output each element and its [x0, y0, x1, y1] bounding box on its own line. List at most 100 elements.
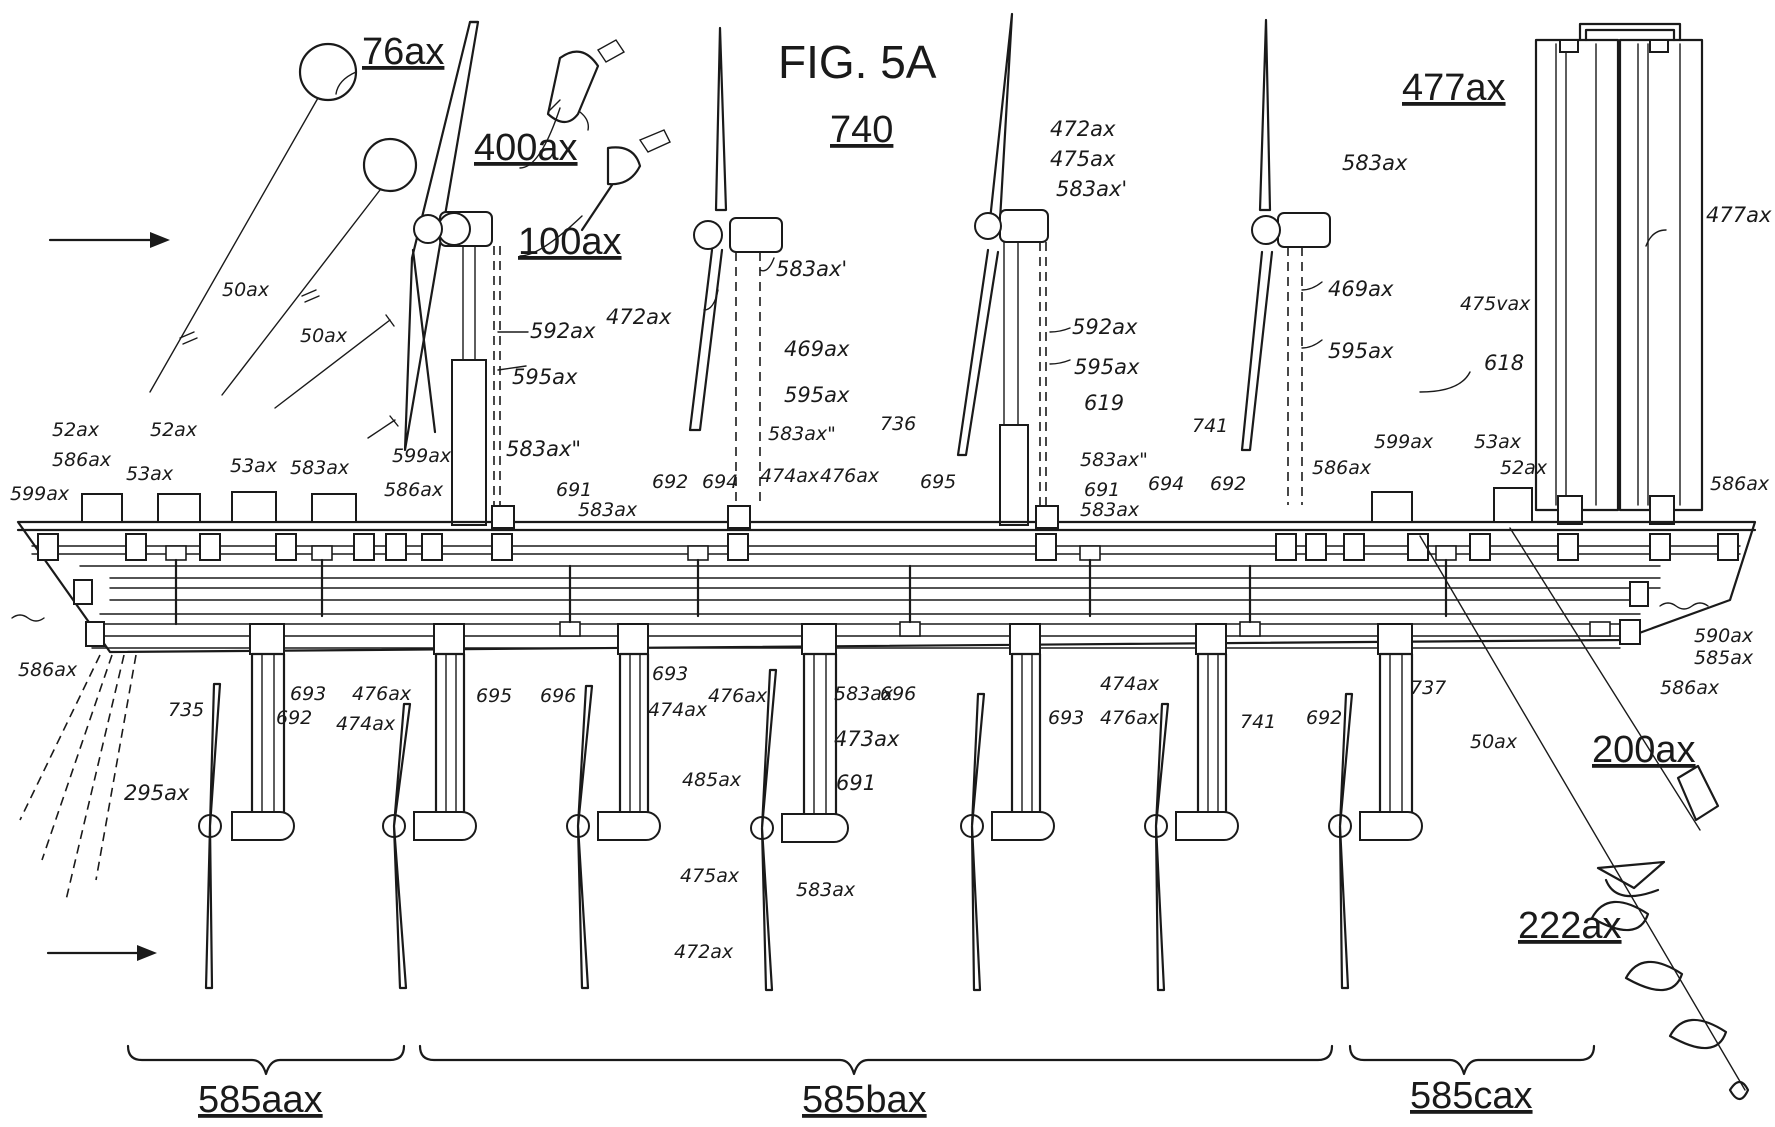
label-585ax: 585ax	[1694, 647, 1754, 669]
label-222ax: 222ax	[1518, 905, 1622, 947]
label-475vax: 475vax	[1460, 293, 1531, 315]
label-696-b: 696	[880, 683, 916, 705]
label-586ax-b: 586ax	[384, 479, 444, 501]
label-474ax-d: 474ax	[1100, 673, 1160, 695]
label-474ax-a: 474ax	[760, 465, 820, 487]
label-618: 618	[1484, 351, 1524, 375]
label-53ax-b: 53ax	[230, 455, 278, 477]
turbine-upper-2	[688, 26, 783, 505]
label-741-b: 741	[1240, 711, 1276, 733]
tether-drogues	[1419, 527, 1750, 1101]
label-736: 736	[880, 413, 916, 435]
label-595ax-a: 595ax	[512, 365, 578, 389]
label-100ax: 100ax	[518, 221, 622, 263]
label-586ax-f: 586ax	[1660, 677, 1720, 699]
label-592ax-b: 592ax	[1072, 315, 1138, 339]
label-696-a: 696	[540, 685, 576, 707]
label-583ax-g: 583ax	[834, 683, 894, 705]
label-474ax-c: 474ax	[648, 699, 708, 721]
label-476ax-b: 476ax	[352, 683, 412, 705]
label-595ax-c: 595ax	[1074, 355, 1140, 379]
flow-arrow-bottom	[46, 945, 157, 961]
label-53ax-c: 53ax	[1474, 431, 1522, 453]
label-52ax-c: 52ax	[1500, 457, 1548, 479]
label-52ax-b: 52ax	[150, 419, 198, 441]
label-590ax: 590ax	[1694, 625, 1754, 647]
label-691-a: 691	[556, 479, 592, 501]
labels: FIG. 5A 740 76ax 400ax 100ax 477ax 477ax…	[10, 31, 1772, 1121]
label-692-c: 692	[276, 707, 312, 729]
label-692-b: 692	[1210, 473, 1246, 495]
turbine-upper-4	[1240, 18, 1331, 505]
label-472ax-b: 472ax	[1050, 117, 1116, 141]
label-691-c: 691	[836, 771, 876, 795]
deck-equipment	[37, 487, 1739, 647]
label-737: 737	[1410, 677, 1446, 699]
label-694-b: 694	[1148, 473, 1184, 495]
label-586ax-d: 586ax	[1710, 473, 1770, 495]
figure-ref: 740	[830, 109, 893, 151]
label-692-d: 692	[1306, 707, 1342, 729]
label-583ax-h: 583ax	[796, 879, 856, 901]
label-585aax: 585aax	[198, 1079, 323, 1121]
label-476ax-a: 476ax	[820, 465, 880, 487]
label-472ax-c: 472ax	[674, 941, 734, 963]
label-50ax-b: 50ax	[300, 325, 348, 347]
label-599ax-c: 599ax	[1374, 431, 1434, 453]
label-473ax: 473ax	[834, 727, 900, 751]
label-599ax-a: 599ax	[10, 483, 70, 505]
label-691-b: 691	[1084, 479, 1120, 501]
label-477ax-side: 477ax	[1706, 203, 1772, 227]
label-295ax: 295ax	[124, 781, 190, 805]
label-585cax: 585cax	[1410, 1075, 1533, 1117]
label-585bax: 585bax	[802, 1079, 927, 1121]
figure-title: FIG. 5A	[778, 36, 937, 88]
label-583ax-b: 583ax"	[506, 437, 581, 461]
label-50ax-a: 50ax	[222, 279, 270, 301]
label-52ax-a: 52ax	[52, 419, 100, 441]
label-695-b: 695	[476, 685, 512, 707]
label-595ax-b: 595ax	[784, 383, 850, 407]
label-476ax-d: 476ax	[1100, 707, 1160, 729]
label-400ax: 400ax	[474, 127, 578, 169]
section-brackets	[126, 1044, 1596, 1076]
label-476ax-c: 476ax	[708, 685, 768, 707]
label-693-c: 693	[1048, 707, 1084, 729]
label-53ax-a: 53ax	[126, 463, 174, 485]
label-583ax-t1: 583ax'	[1056, 177, 1127, 201]
label-692-a: 692	[652, 471, 688, 493]
label-586ax-a: 586ax	[52, 449, 112, 471]
underwater-turbines	[198, 623, 1423, 992]
label-599ax-b: 599ax	[392, 445, 452, 467]
label-619: 619	[1084, 391, 1124, 415]
balloon-76ax	[149, 42, 418, 439]
label-693-a: 693	[290, 683, 326, 705]
label-741-a: 741	[1192, 415, 1228, 437]
label-586ax-e: 586ax	[18, 659, 78, 681]
label-477ax: 477ax	[1402, 67, 1506, 109]
flow-arrow-top	[48, 232, 170, 248]
label-200ax: 200ax	[1592, 729, 1696, 771]
label-50ax-c: 50ax	[1470, 731, 1518, 753]
label-469ax-a: 469ax	[784, 337, 850, 361]
label-693-b: 693	[652, 663, 688, 685]
label-583ax-c: 583ax"	[768, 423, 836, 445]
turbine-upper-3	[956, 12, 1049, 526]
label-485ax: 485ax	[682, 769, 742, 791]
label-694-a: 694	[702, 471, 738, 493]
label-583ax-t3: 583ax	[1342, 151, 1408, 175]
label-695-a: 695	[920, 471, 956, 493]
label-76ax: 76ax	[362, 31, 444, 73]
label-583ax-d: 583ax"	[1080, 449, 1148, 471]
label-735: 735	[168, 699, 204, 721]
label-472ax-a: 472ax	[606, 305, 672, 329]
vertical-turbine-477ax	[1534, 22, 1704, 525]
label-583ax-f: 583ax	[1080, 499, 1140, 521]
label-592ax-a: 592ax	[530, 319, 596, 343]
leader-lines	[335, 71, 1667, 393]
turbine-upper-1	[403, 20, 501, 526]
label-475ax-a: 475ax	[1050, 147, 1116, 171]
label-475ax-b: 475ax	[680, 865, 740, 887]
